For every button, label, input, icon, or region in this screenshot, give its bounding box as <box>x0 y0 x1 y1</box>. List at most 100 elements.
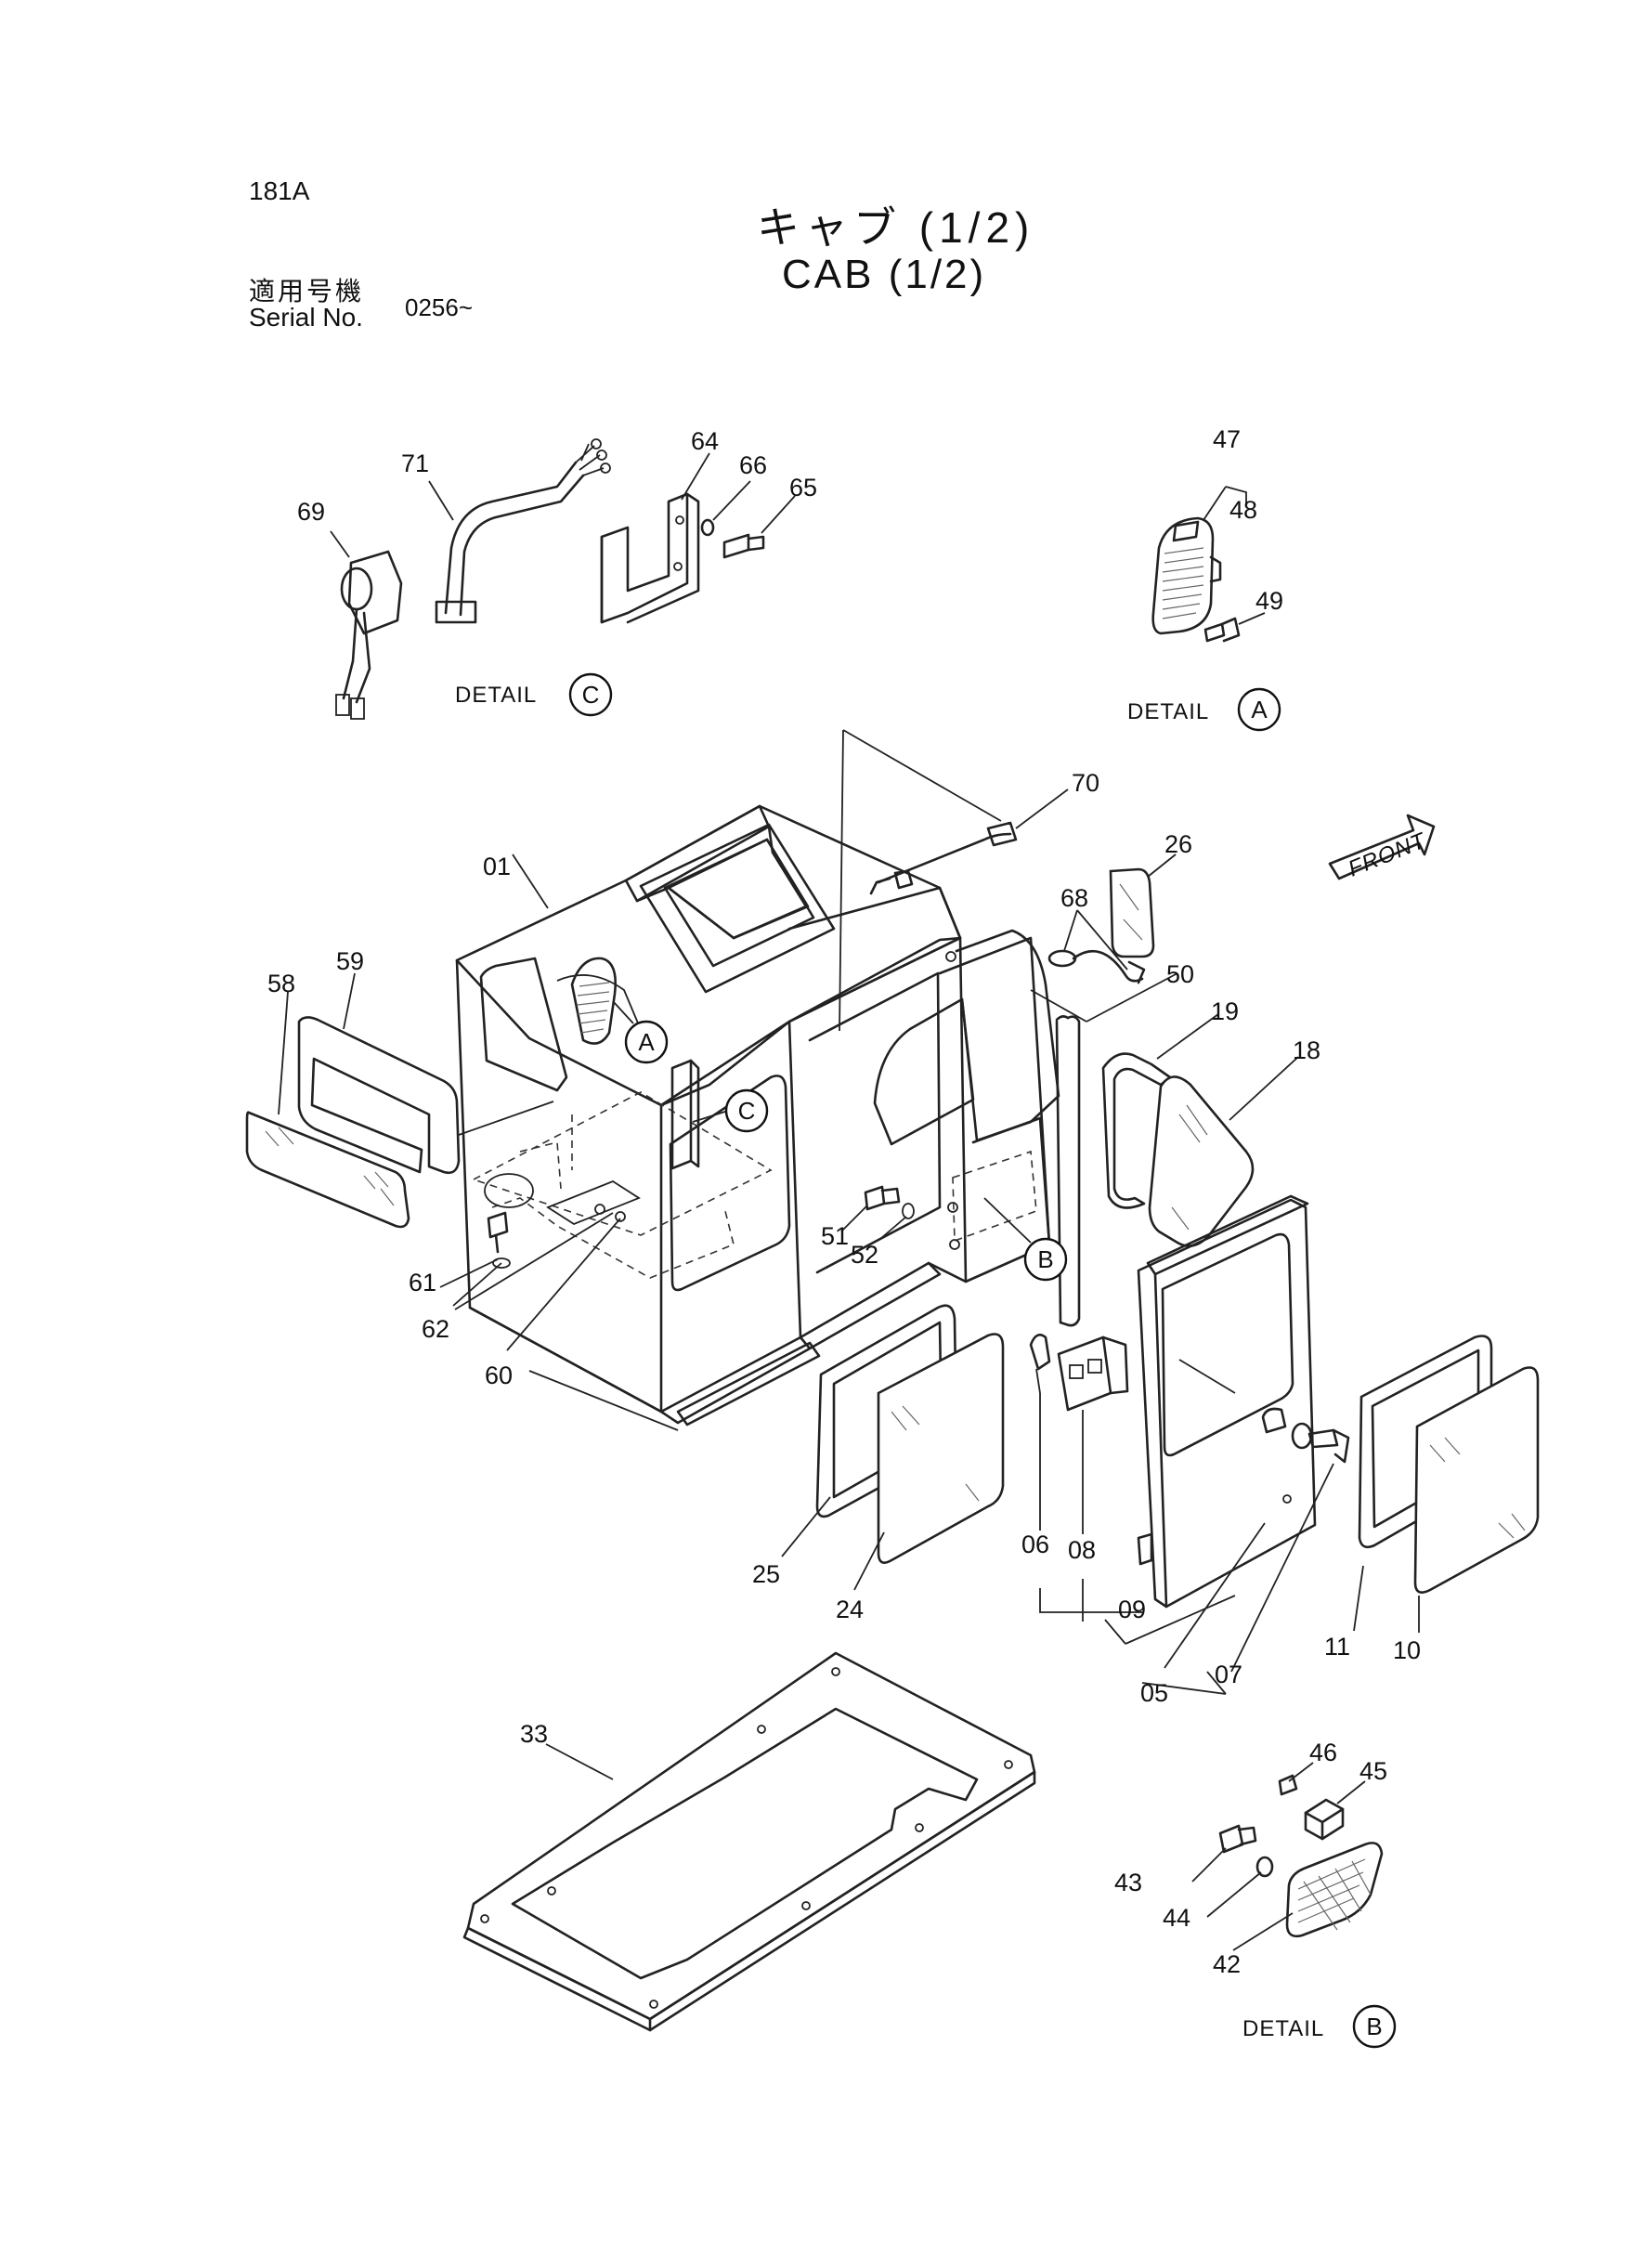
leader-68 <box>1063 909 1128 971</box>
part-number-10: 10 <box>1393 1636 1421 1664</box>
leader-61 <box>439 1258 499 1288</box>
part-47-48-grille <box>1151 516 1222 635</box>
part-number-62: 62 <box>422 1315 449 1343</box>
part-number-50: 50 <box>1166 960 1194 988</box>
leader-11 <box>1353 1565 1364 1632</box>
callout-circle-b <box>1023 1237 1068 1282</box>
part-68-strap <box>1047 949 1146 984</box>
part-46-screw <box>1278 1774 1298 1796</box>
part-05-door <box>1137 1194 1317 1609</box>
leader-48 <box>1225 486 1247 507</box>
leader-42 <box>1232 1912 1294 1951</box>
part-number-69: 69 <box>297 498 325 526</box>
part-number-71: 71 <box>401 449 429 477</box>
part-number-48: 48 <box>1229 496 1257 524</box>
leader-65 <box>761 495 796 534</box>
serial-label-japanese: 適用号機 <box>249 276 365 306</box>
explode-line-70 <box>839 729 1002 1032</box>
leader-64 <box>681 452 710 501</box>
part-number-49: 49 <box>1255 587 1283 615</box>
part-42-grille <box>1285 1842 1384 1938</box>
part-61-62-fasteners <box>487 1204 626 1269</box>
part-58-rear-glass <box>245 1111 410 1229</box>
part-06-hinge <box>1029 1334 1051 1394</box>
part-number-60: 60 <box>485 1362 513 1389</box>
detail-b-label: DETAIL <box>1242 2016 1324 2041</box>
leader-71 <box>428 480 454 521</box>
part-number-labels: 71 69 64 66 65 47 48 49 70 26 01 68 50 5… <box>267 425 1421 1978</box>
detail-a-group <box>1151 486 1266 643</box>
detail-c-letter: C <box>582 681 600 709</box>
leader-62-b <box>454 1212 614 1310</box>
leader-45 <box>1336 1780 1366 1804</box>
title-japanese: キャブ (1/2) <box>757 203 1035 252</box>
front-direction-arrow: FRONT <box>1328 814 1436 882</box>
detail-c-circle <box>568 672 613 717</box>
leader-07 <box>1230 1463 1334 1673</box>
leader-callout-b <box>983 1197 1032 1244</box>
part-71-harness <box>435 438 611 624</box>
part-69-lamp <box>335 550 403 720</box>
part-65-66-fasteners <box>700 518 765 559</box>
callout-c-letter: C <box>738 1097 756 1125</box>
part-26-small-glass <box>1109 867 1155 958</box>
part-number-07: 07 <box>1215 1661 1242 1688</box>
part-number-24: 24 <box>836 1596 864 1623</box>
part-number-09: 09 <box>1118 1596 1146 1623</box>
part-number-46: 46 <box>1309 1739 1337 1766</box>
page-code: 181A <box>249 176 310 205</box>
leader-47 <box>1203 486 1227 521</box>
callout-circle-c <box>724 1088 769 1133</box>
leader-59 <box>343 972 356 1030</box>
leader-09 <box>1104 1595 1236 1645</box>
part-number-06: 06 <box>1021 1531 1049 1558</box>
part-number-68: 68 <box>1060 884 1088 912</box>
part-number-43: 43 <box>1114 1869 1142 1896</box>
part-07-handle <box>1291 1422 1350 1464</box>
leader-24 <box>853 1531 885 1591</box>
leader-33 <box>545 1743 614 1780</box>
leader-46 <box>1288 1762 1314 1782</box>
leader-05-07-base <box>1141 1671 1227 1695</box>
part-59-rear-seal <box>297 1016 461 1175</box>
detail-b-group <box>1191 1762 1384 1951</box>
part-number-11: 11 <box>1324 1633 1350 1661</box>
part-number-52: 52 <box>851 1241 878 1269</box>
part-19-corner-seal <box>1101 1052 1172 1209</box>
part-number-25: 25 <box>752 1560 780 1588</box>
title-english: CAB (1/2) <box>782 252 987 297</box>
leader-05 <box>1164 1522 1266 1669</box>
callout-circle-a <box>624 1020 669 1064</box>
part-49-screw <box>1203 617 1241 643</box>
leader-callout-c <box>692 1110 729 1123</box>
part-number-18: 18 <box>1293 1036 1320 1064</box>
callout-a-letter: A <box>638 1028 655 1056</box>
part-number-05: 05 <box>1140 1679 1168 1707</box>
leader-49 <box>1238 612 1266 625</box>
part-number-64: 64 <box>691 427 719 455</box>
detail-a-letter: A <box>1251 696 1268 723</box>
part-number-42: 42 <box>1213 1950 1241 1978</box>
part-45-clip <box>1304 1798 1345 1841</box>
part-number-47: 47 <box>1213 425 1241 453</box>
part-number-70: 70 <box>1072 769 1099 797</box>
detail-c-label: DETAIL <box>455 683 537 708</box>
part-number-44: 44 <box>1163 1904 1190 1932</box>
leader-60-b <box>528 1370 679 1431</box>
part-number-01: 01 <box>483 853 511 880</box>
leader-60 <box>506 1218 621 1351</box>
part-number-26: 26 <box>1164 830 1192 858</box>
part-number-19: 19 <box>1211 997 1239 1025</box>
leader-70 <box>1015 788 1069 829</box>
part-number-58: 58 <box>267 970 295 997</box>
part-33-floor-mat <box>462 1651 1036 2032</box>
part-08-latch <box>1057 1335 1129 1412</box>
part-24-side-glass <box>877 1333 1005 1564</box>
serial-value: 0256~ <box>405 293 474 321</box>
part-number-59: 59 <box>336 947 364 975</box>
part-number-65: 65 <box>789 474 817 502</box>
leader-58 <box>278 991 289 1115</box>
leader-50 <box>1030 972 1178 1023</box>
leader-66 <box>712 480 751 521</box>
leader-69 <box>330 530 350 558</box>
